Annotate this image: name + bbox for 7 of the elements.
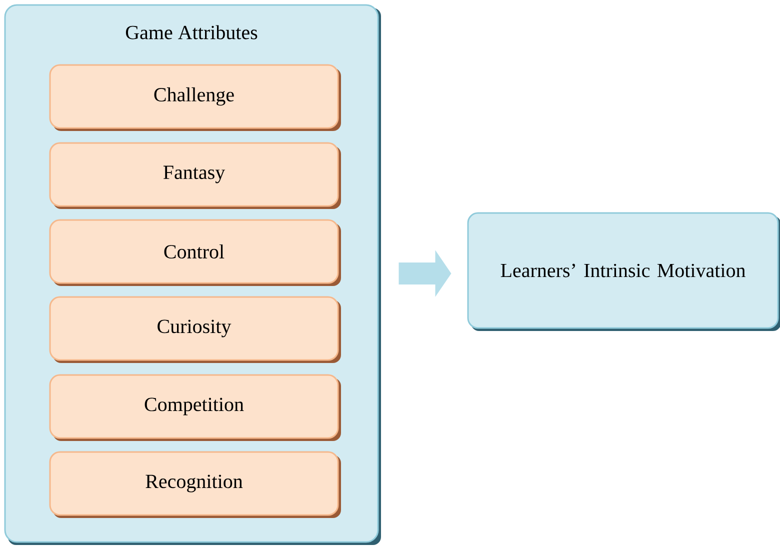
attribute-box: Fantasy [49,142,341,209]
attribute-box: Competition [49,374,341,441]
result-box: Learners’ Intrinsic Motivation [467,212,780,331]
attribute-box: Recognition [49,451,341,518]
attribute-box: Control [49,219,341,286]
attribute-box: Challenge [49,64,341,131]
attribute-box: Curiosity [49,296,341,363]
